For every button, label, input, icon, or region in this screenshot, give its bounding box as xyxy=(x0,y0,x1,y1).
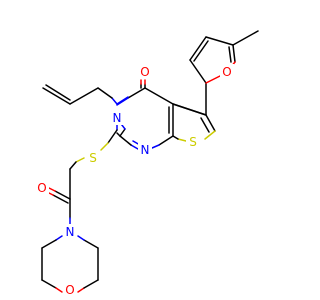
svg-text:N: N xyxy=(141,143,150,157)
morpholine-oxygen-label: O xyxy=(63,282,77,297)
methylfuran-group xyxy=(172,30,259,116)
carbonyl-oxygen-label: O xyxy=(138,64,152,79)
molecule-structure: O O N N S S O N xyxy=(35,30,259,297)
svg-text:S: S xyxy=(89,151,97,165)
carbonyl-bond xyxy=(140,79,146,89)
svg-text:O: O xyxy=(65,283,74,297)
svg-text:S: S xyxy=(189,135,197,149)
svg-text:O: O xyxy=(222,65,231,79)
amide-group xyxy=(46,187,71,227)
svg-text:N: N xyxy=(113,111,122,125)
thioether-chain xyxy=(69,129,118,200)
ring-nitrogen-label: N xyxy=(110,110,124,125)
amide-oxygen-label: O xyxy=(35,180,49,195)
svg-text:O: O xyxy=(140,65,149,79)
svg-text:N: N xyxy=(66,225,75,239)
allyl-group xyxy=(42,84,118,105)
thioether-sulfur-label: S xyxy=(86,150,100,165)
thiophene-sulfur-label: S xyxy=(186,134,200,149)
morpholine-nitrogen-label: N xyxy=(63,224,77,239)
svg-text:O: O xyxy=(37,181,46,195)
atom-labels: O O N N S S O N xyxy=(35,64,234,297)
furan-oxygen-label: O xyxy=(220,64,234,79)
morpholine-ring xyxy=(41,235,99,293)
ring-nitrogen-label-2: N xyxy=(138,142,152,157)
